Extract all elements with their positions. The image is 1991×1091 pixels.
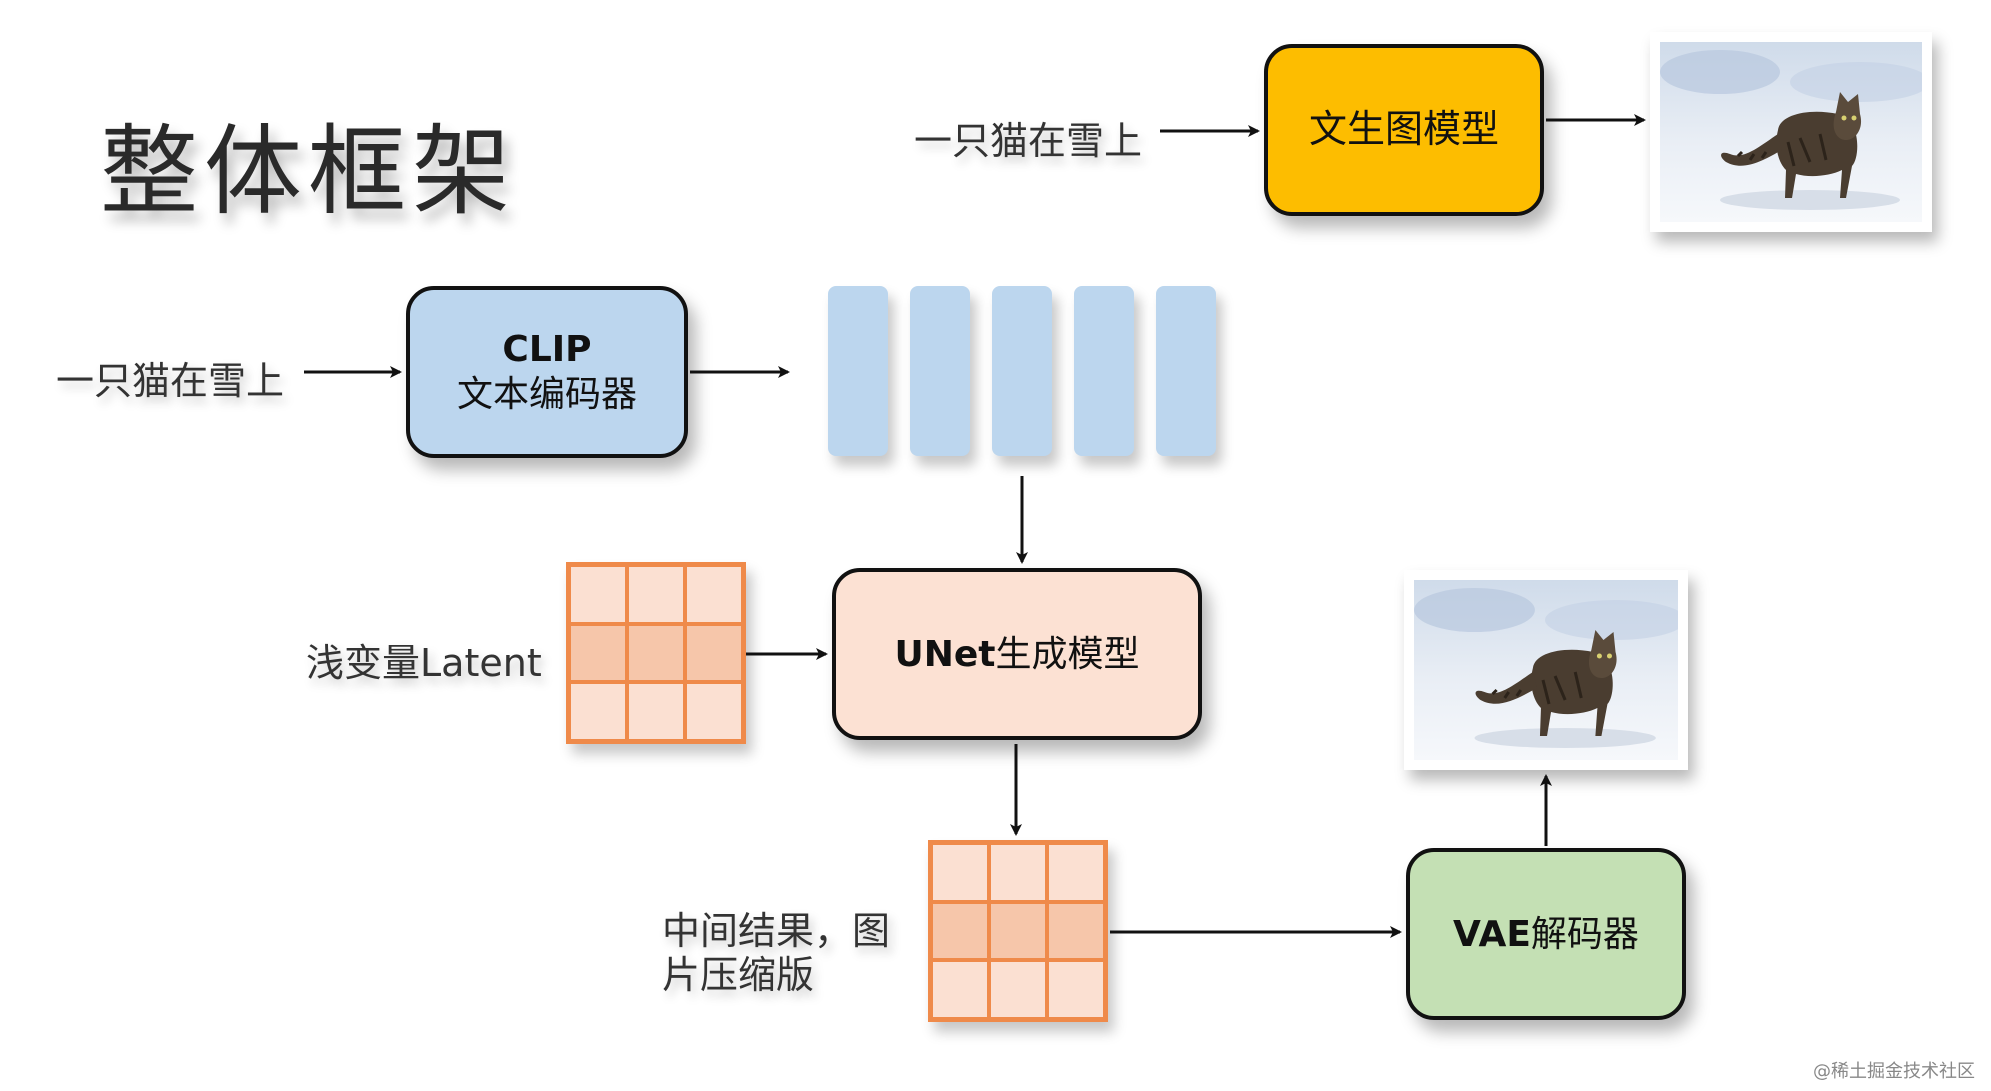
vae-label: VAE解码器 (1453, 913, 1639, 955)
text-to-image-model-label: 文生图模型 (1308, 107, 1499, 152)
latent-cell (627, 565, 685, 624)
clip-text-encoder-box: CLIP 文本编码器 (406, 286, 688, 458)
output-cat-image-top (1650, 32, 1932, 232)
embedding-vector (910, 286, 970, 456)
output-cat-image-decoded (1404, 570, 1688, 770)
cat-on-snow-photo-icon (1414, 580, 1678, 760)
latent-cell (685, 623, 743, 683)
vae-decoder-box: VAE解码器 (1406, 848, 1686, 1020)
latent-cell (569, 623, 627, 683)
latent-cell (685, 565, 743, 624)
watermark: @稀土掘金技术社区 (1813, 1061, 1975, 1082)
page-title: 整体框架 (100, 115, 517, 229)
top-input-text: 一只猫在雪上 (914, 119, 1143, 163)
latent-cell (685, 682, 743, 741)
latent-cell (627, 682, 685, 741)
text-to-image-model-box: 文生图模型 (1264, 44, 1544, 216)
intermediate-cell (1047, 960, 1105, 1019)
latent-cell (569, 682, 627, 741)
text-encoder-label: 文本编码器 (456, 374, 637, 415)
intermediate-cell (931, 901, 989, 961)
intermediate-cell (989, 901, 1047, 961)
intermediate-cell (989, 843, 1047, 902)
intermediate-label-line2: 片压缩版 (662, 952, 815, 997)
intermediate-cell (1047, 901, 1105, 961)
latent-grid (566, 562, 746, 744)
latent-label: 浅变量Latent (306, 641, 542, 685)
intermediate-cell (931, 960, 989, 1019)
unet-generation-model-box: UNet生成模型 (832, 568, 1202, 740)
intermediate-cell (931, 843, 989, 902)
intermediate-grid (928, 840, 1108, 1022)
latent-cell (569, 565, 627, 624)
embedding-vector (1074, 286, 1134, 456)
intermediate-cell (989, 960, 1047, 1019)
latent-cell (627, 623, 685, 683)
intermediate-label: 中间结果，图 片压缩版 (662, 909, 891, 997)
clip-label: CLIP (502, 329, 592, 370)
cat-on-snow-photo-icon (1660, 42, 1922, 222)
intermediate-cell (1047, 843, 1105, 902)
embedding-vector (828, 286, 888, 456)
embedding-vector (1156, 286, 1216, 456)
clip-input-text: 一只猫在雪上 (56, 359, 285, 403)
unet-label: UNet生成模型 (894, 633, 1140, 675)
intermediate-label-line1: 中间结果，图 (662, 909, 891, 953)
embedding-vector (992, 286, 1052, 456)
